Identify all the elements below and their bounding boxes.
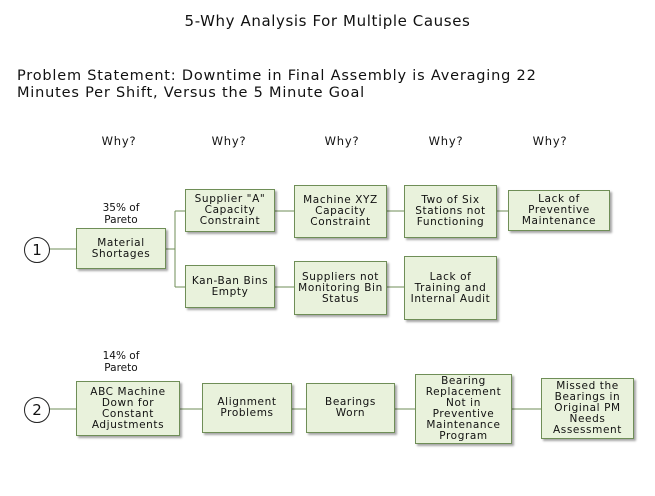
cause-1b-why-4-box: Lack of Training and Internal Audit bbox=[404, 256, 497, 320]
cause-2-why-5-box: Missed the Bearings in Original PM Needs… bbox=[541, 378, 634, 439]
cause-2-pareto-line-2: Pareto bbox=[104, 362, 138, 374]
cause-1a-why-3-box: Machine XYZ Capacity Constraint bbox=[294, 185, 387, 238]
cause-2-pareto: 14% of Pareto bbox=[86, 350, 156, 374]
why-header-2: Why? bbox=[211, 134, 247, 148]
cause-1a-why-5-box: Lack of Preventive Maintenance bbox=[508, 190, 610, 231]
cause-2-why-4-box: Bearing Replacement Not in Preventive Ma… bbox=[415, 374, 512, 444]
cause-1a-why-2-box: Supplier "A" Capacity Constraint bbox=[185, 189, 275, 232]
page-title: 5-Why Analysis For Multiple Causes bbox=[184, 12, 471, 30]
problem-statement-line-2: Minutes Per Shift, Versus the 5 Minute G… bbox=[17, 85, 365, 101]
why-header-5: Why? bbox=[532, 134, 568, 148]
cause-2-root-box: ABC Machine Down for Constant Adjustment… bbox=[76, 381, 180, 436]
cause-1-pareto-line-2: Pareto bbox=[104, 214, 138, 226]
cause-2-why-2-box: Alignment Problems bbox=[202, 383, 292, 433]
problem-statement: Problem Statement: Downtime in Final Ass… bbox=[17, 68, 647, 102]
cause-2-why-3-box: Bearings Worn bbox=[306, 383, 395, 433]
cause-1-number: 1 bbox=[24, 237, 50, 263]
cause-1-pareto-line-1: 35% of bbox=[102, 202, 140, 214]
cause-2-number: 2 bbox=[24, 397, 50, 423]
why-header-1: Why? bbox=[101, 134, 137, 148]
cause-2-pareto-line-1: 14% of bbox=[102, 350, 140, 362]
cause-1b-why-3-box: Suppliers not Monitoring Bin Status bbox=[294, 261, 387, 315]
why-header-4: Why? bbox=[428, 134, 464, 148]
cause-1a-why-4-box: Two of Six Stations not Functioning bbox=[404, 185, 497, 238]
problem-statement-line-1: Problem Statement: Downtime in Final Ass… bbox=[17, 68, 537, 84]
why-header-3: Why? bbox=[324, 134, 360, 148]
cause-1b-why-2-box: Kan-Ban Bins Empty bbox=[185, 265, 275, 308]
cause-1-root-box: Material Shortages bbox=[76, 228, 166, 269]
cause-1-pareto: 35% of Pareto bbox=[86, 202, 156, 226]
